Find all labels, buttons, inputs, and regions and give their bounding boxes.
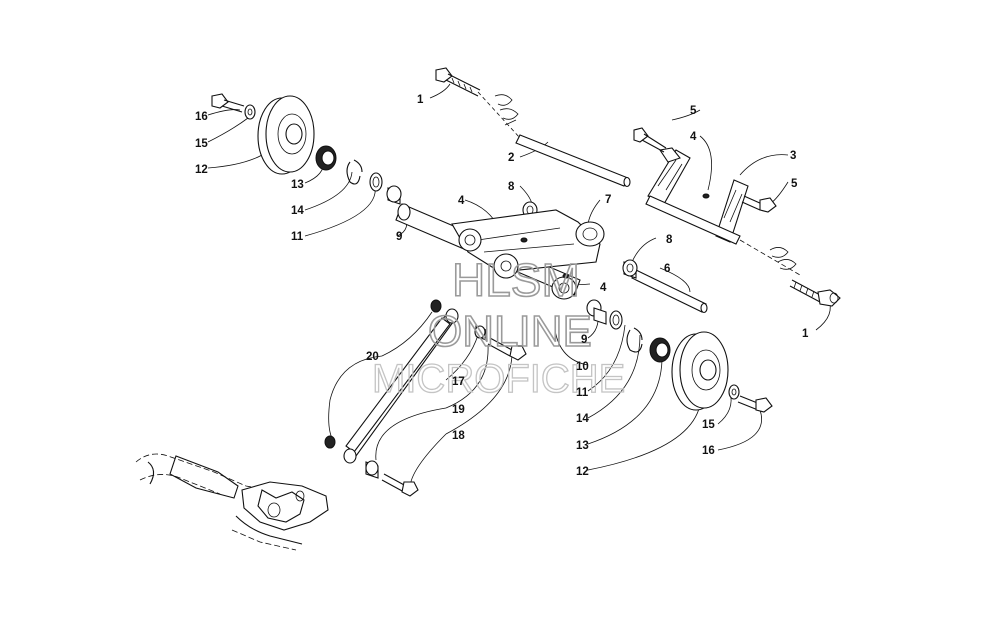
spacer-9-right: [586, 299, 607, 325]
callout-9-right: 9: [581, 334, 587, 346]
callout-11-left: 11: [291, 231, 304, 243]
bolt-5-lower: [741, 195, 777, 213]
callout-8-upper: 8: [508, 181, 515, 193]
snap-ring-14-left: [346, 159, 363, 185]
callout-11-right: 11: [576, 387, 589, 399]
watermark: HLSM ONLINE MICROFICHE: [371, 253, 626, 401]
watermark-line-3: MICROFICHE: [372, 357, 625, 401]
callout-13-right: 13: [576, 440, 589, 452]
callout-18: 18: [452, 430, 465, 442]
washer-11-left: [369, 172, 383, 192]
callout-5-right: 5: [791, 178, 798, 190]
callout-7: 7: [605, 194, 611, 206]
snap-ring-14-right: [626, 327, 643, 353]
watermark-line-2: ONLINE: [428, 307, 592, 356]
callout-1-top: 1: [417, 94, 424, 106]
callout-19: 19: [452, 404, 465, 416]
callout-12-right: 12: [576, 466, 589, 478]
washer-15-left: [244, 104, 256, 120]
washer-15-right: [728, 384, 740, 400]
lower-shaft: [739, 239, 801, 276]
callout-14-right: 14: [576, 413, 589, 425]
callout-14-left: 14: [291, 205, 304, 217]
callout-4-top: 4: [690, 131, 697, 143]
bolt-16-right: [737, 395, 773, 413]
mounting-bracket: [645, 147, 749, 245]
bearing-13-left: [315, 145, 337, 171]
callout-13-left: 13: [291, 179, 304, 191]
callout-9-left: 9: [396, 231, 402, 243]
callout-6: 6: [664, 263, 670, 275]
swing-arm: [395, 203, 605, 300]
bolt-top: [435, 67, 481, 97]
callout-4-low: 4: [600, 282, 607, 294]
callout-12-left: 12: [195, 164, 208, 176]
upper-shaft: [477, 91, 631, 188]
callout-4-mid: 4: [458, 195, 465, 207]
link-arm: [324, 299, 527, 497]
callout-2: 2: [508, 152, 514, 164]
callout-16-left: 16: [195, 111, 208, 123]
spacer-9-left: [386, 185, 402, 205]
bolt-5-upper: [633, 127, 667, 153]
wheel-12-right: [671, 331, 729, 411]
callout-8-lower: 8: [666, 234, 673, 246]
rod-6: [631, 269, 708, 314]
spacer-8-lower: [622, 259, 638, 279]
part-callouts: 1 2 3 4 4 4 5 5 6 7 8 8 9 9 10 11 11 12 …: [195, 94, 809, 478]
wheel-12-left: [257, 95, 315, 175]
callout-10: 10: [576, 361, 589, 373]
bolt-16-left: [211, 93, 245, 113]
bolt-right: [789, 279, 841, 307]
callout-17: 17: [452, 376, 465, 388]
callout-1-right: 1: [802, 328, 809, 340]
callout-20: 20: [366, 351, 379, 363]
callout-3: 3: [790, 150, 796, 162]
callout-5-top: 5: [690, 105, 697, 117]
callout-15-left: 15: [195, 138, 208, 150]
callout-15-right: 15: [702, 419, 715, 431]
frame-section: [135, 453, 329, 551]
bearing-13-right: [649, 337, 671, 363]
washer-11-right: [609, 310, 623, 330]
watermark-line-1: HLSM: [452, 254, 580, 306]
callout-16-right: 16: [702, 445, 715, 457]
